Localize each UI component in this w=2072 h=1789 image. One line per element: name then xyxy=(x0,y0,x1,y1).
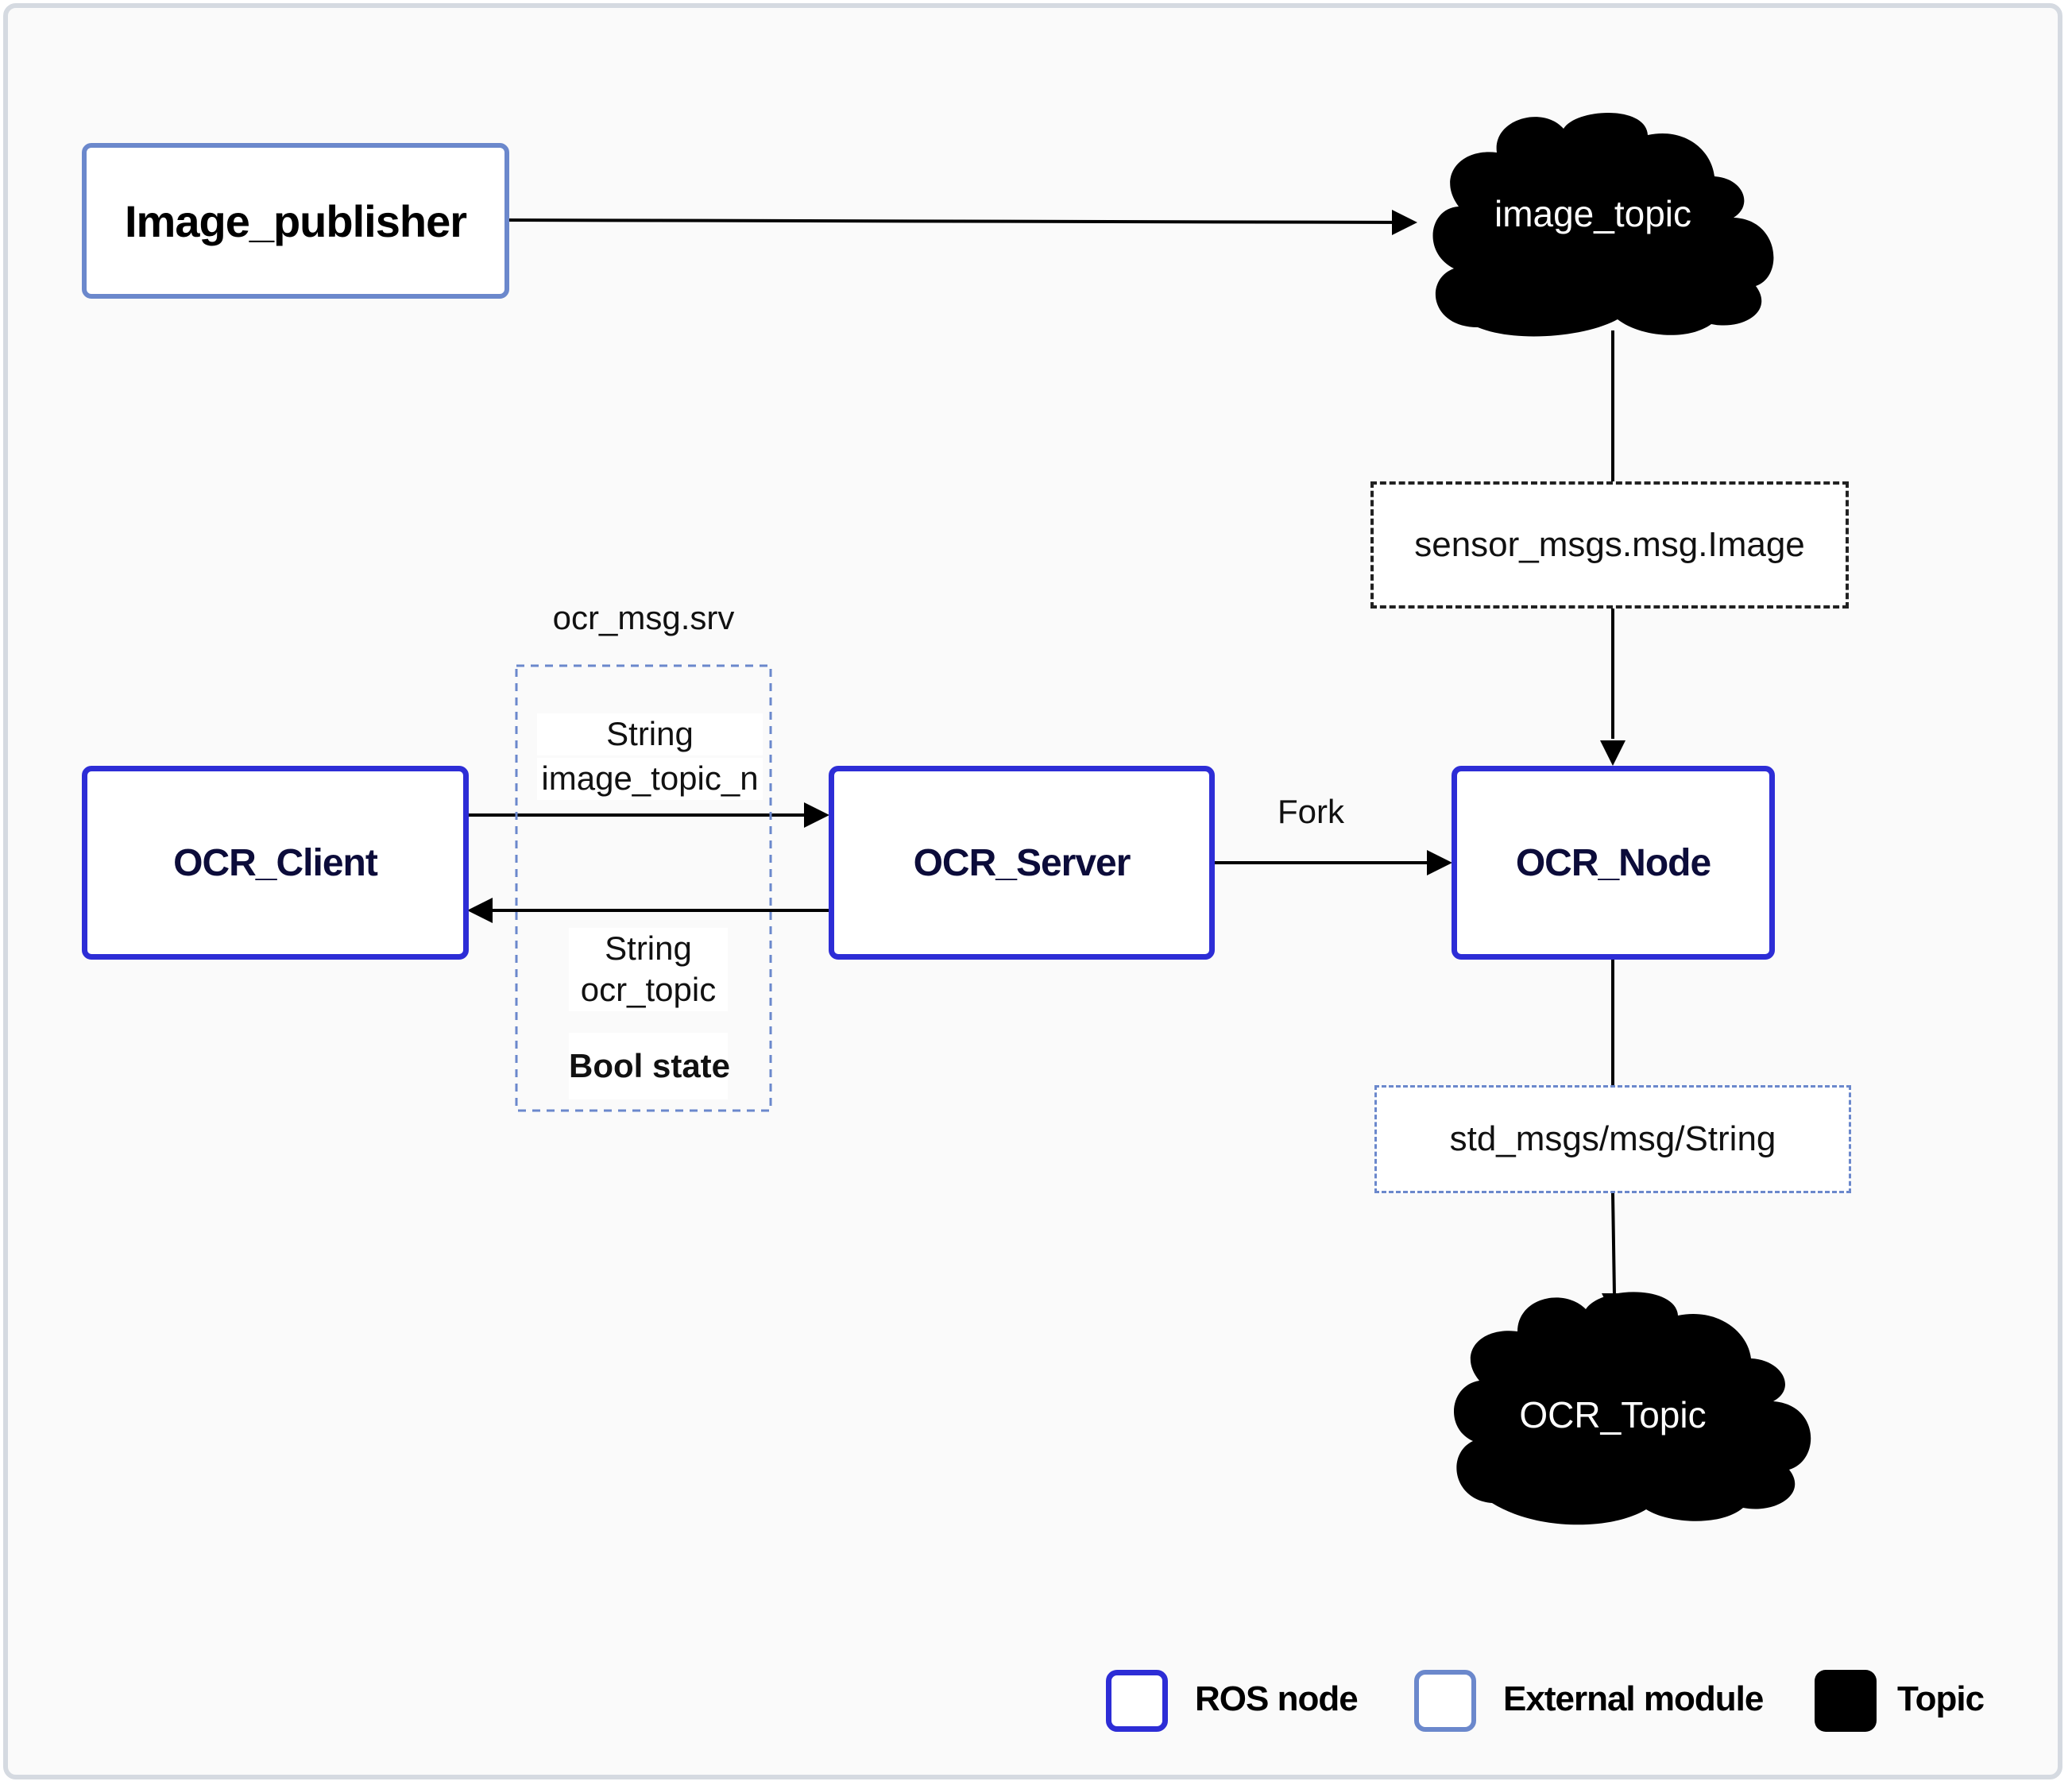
legend-topic-label: Topic xyxy=(1897,1679,1985,1718)
std-msg-to-ocr-topic-edge xyxy=(1611,1192,1616,1296)
response-field-label: ocr_topic xyxy=(569,969,728,1011)
legend-ros-node-label: ROS node xyxy=(1195,1679,1359,1718)
ocr-node-node[interactable]: OCR_Node xyxy=(1452,766,1775,960)
legend-ros-node-swatch xyxy=(1106,1670,1168,1732)
std-msg-box: std_msgs/msg/String xyxy=(1374,1085,1851,1193)
response-state-label: Bool state xyxy=(569,1033,730,1099)
publisher-to-image-topic-edge xyxy=(507,218,1413,226)
server-to-node-fork-arrowhead xyxy=(1427,850,1452,875)
ocr-client-node[interactable]: OCR_Client xyxy=(82,766,469,960)
ocr-server-label: OCR_Server xyxy=(913,841,1131,884)
ocr-topic-label: OCR_Topic xyxy=(1519,1394,1707,1435)
legend-external-module-label: External module xyxy=(1503,1679,1764,1718)
legend-external-module-swatch xyxy=(1414,1670,1476,1732)
image-topic-label: image_topic xyxy=(1494,193,1692,234)
ocr-topic-cloud-shape xyxy=(1454,1292,1811,1525)
sensor-msg-label: sensor_msgs.msg.Image xyxy=(1414,525,1805,564)
sensor-msg-to-ocr-node-arrowhead xyxy=(1600,740,1626,766)
request-field-label: image_topic_n xyxy=(537,758,763,800)
publisher-to-image-topic-arrowhead xyxy=(1392,210,1417,235)
std-msg-label: std_msgs/msg/String xyxy=(1449,1119,1776,1158)
image-publisher-label: Image_publisher xyxy=(124,195,467,246)
std-msg-to-ocr-topic-arrowhead xyxy=(1602,1293,1627,1319)
ocr-client-label: OCR_Client xyxy=(173,841,378,884)
ocr-server-node[interactable]: OCR_Server xyxy=(829,766,1215,960)
response-type-label: String xyxy=(569,928,728,970)
image-publisher-node[interactable]: Image_publisher xyxy=(82,143,509,299)
image-topic-cloud-shape xyxy=(1432,112,1774,337)
ocr-node-label: OCR_Node xyxy=(1515,841,1711,884)
server-to-client-arrowhead xyxy=(467,898,493,923)
sensor-msg-box: sensor_msgs.msg.Image xyxy=(1370,481,1849,609)
request-type-label: String xyxy=(537,713,763,755)
legend-topic-swatch xyxy=(1815,1670,1877,1732)
service-title: ocr_msg.srv xyxy=(552,599,735,636)
service-definition-group xyxy=(515,664,772,1112)
fork-edge-label: Fork xyxy=(1278,793,1344,830)
client-to-server-arrowhead xyxy=(804,802,829,828)
